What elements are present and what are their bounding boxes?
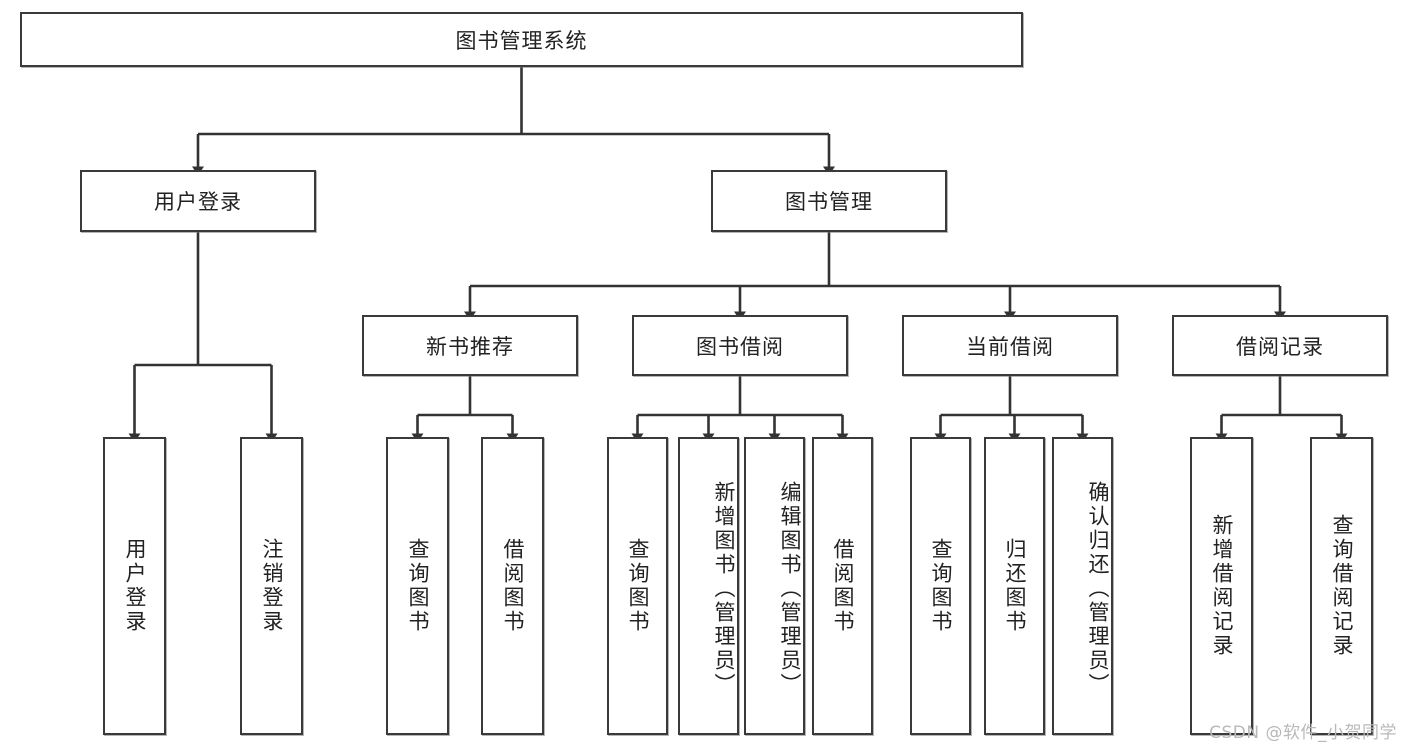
node-user-login[interactable]: 用户登录 (80, 170, 316, 232)
node-leaf-borrow-query[interactable]: 查询图书 (607, 437, 668, 735)
node-leaf-user-logout[interactable]: 注销登录 (240, 437, 303, 735)
node-label-leaf-user-login: 用户登录 (122, 538, 147, 634)
node-label-leaf-user-logout: 注销登录 (259, 538, 284, 634)
connector-bus-borrow-record (1221, 376, 1342, 417)
node-leaf-user-login[interactable]: 用户登录 (103, 437, 166, 735)
node-leaf-cur-query[interactable]: 查询图书 (910, 437, 971, 735)
node-book-manage[interactable]: 图书管理 (711, 170, 947, 232)
node-label-leaf-borrow-edit: 编辑图书（管理员） (778, 481, 802, 697)
node-label-leaf-cur-confirm: 确认归还（管理员） (1086, 481, 1110, 697)
node-book-borrow[interactable]: 图书借阅 (632, 315, 848, 376)
node-new-book-rec[interactable]: 新书推荐 (362, 315, 578, 376)
watermark-text: CSDN @软件_小贺同学 (1209, 723, 1397, 743)
connector-bus-book-manage (470, 232, 1280, 288)
node-label-book-manage: 图书管理 (785, 190, 873, 214)
node-leaf-cur-confirm[interactable]: 确认归还（管理员） (1052, 437, 1113, 735)
node-label-book-borrow: 图书借阅 (696, 334, 784, 359)
connector-bus-new-book-rec (417, 376, 513, 417)
node-leaf-rec-query2[interactable]: 查询借阅记录 (1310, 437, 1373, 735)
node-label-leaf-cur-return: 归还图书 (1002, 538, 1027, 634)
node-label-user-login: 用户登录 (154, 190, 242, 214)
node-root[interactable]: 图书管理系统 (20, 12, 1023, 67)
connector-bus-user-login (134, 232, 272, 367)
node-label-leaf-rec-borrow: 借阅图书 (500, 538, 525, 634)
node-label-leaf-rec-query: 查询图书 (405, 538, 430, 634)
node-label-leaf-cur-query: 查询图书 (928, 538, 953, 634)
node-label-leaf-rec-query2: 查询借阅记录 (1329, 514, 1354, 658)
node-label-borrow-record: 借阅记录 (1236, 334, 1324, 359)
node-leaf-borrow-edit[interactable]: 编辑图书（管理员） (744, 437, 805, 735)
node-leaf-rec-query[interactable]: 查询图书 (386, 437, 449, 735)
node-label-root: 图书管理系统 (455, 28, 588, 53)
node-label-leaf-rec-add: 新增借阅记录 (1209, 514, 1234, 658)
node-leaf-rec-add[interactable]: 新增借阅记录 (1190, 437, 1253, 735)
node-label-current-borrow: 当前借阅 (966, 334, 1054, 359)
connector-bus-root (198, 67, 829, 136)
node-leaf-rec-borrow[interactable]: 借阅图书 (481, 437, 544, 735)
node-label-new-book-rec: 新书推荐 (426, 334, 514, 359)
node-leaf-borrow-lend[interactable]: 借阅图书 (812, 437, 873, 735)
node-label-leaf-borrow-lend: 借阅图书 (830, 538, 855, 634)
connector-bus-book-borrow (637, 376, 843, 417)
connector-bus-current-borrow (940, 376, 1083, 417)
node-label-leaf-borrow-query: 查询图书 (625, 538, 650, 634)
node-leaf-borrow-add[interactable]: 新增图书（管理员） (678, 437, 739, 735)
node-current-borrow[interactable]: 当前借阅 (902, 315, 1118, 376)
node-leaf-cur-return[interactable]: 归还图书 (984, 437, 1045, 735)
node-label-leaf-borrow-add: 新增图书（管理员） (712, 481, 736, 697)
node-borrow-record[interactable]: 借阅记录 (1172, 315, 1388, 376)
